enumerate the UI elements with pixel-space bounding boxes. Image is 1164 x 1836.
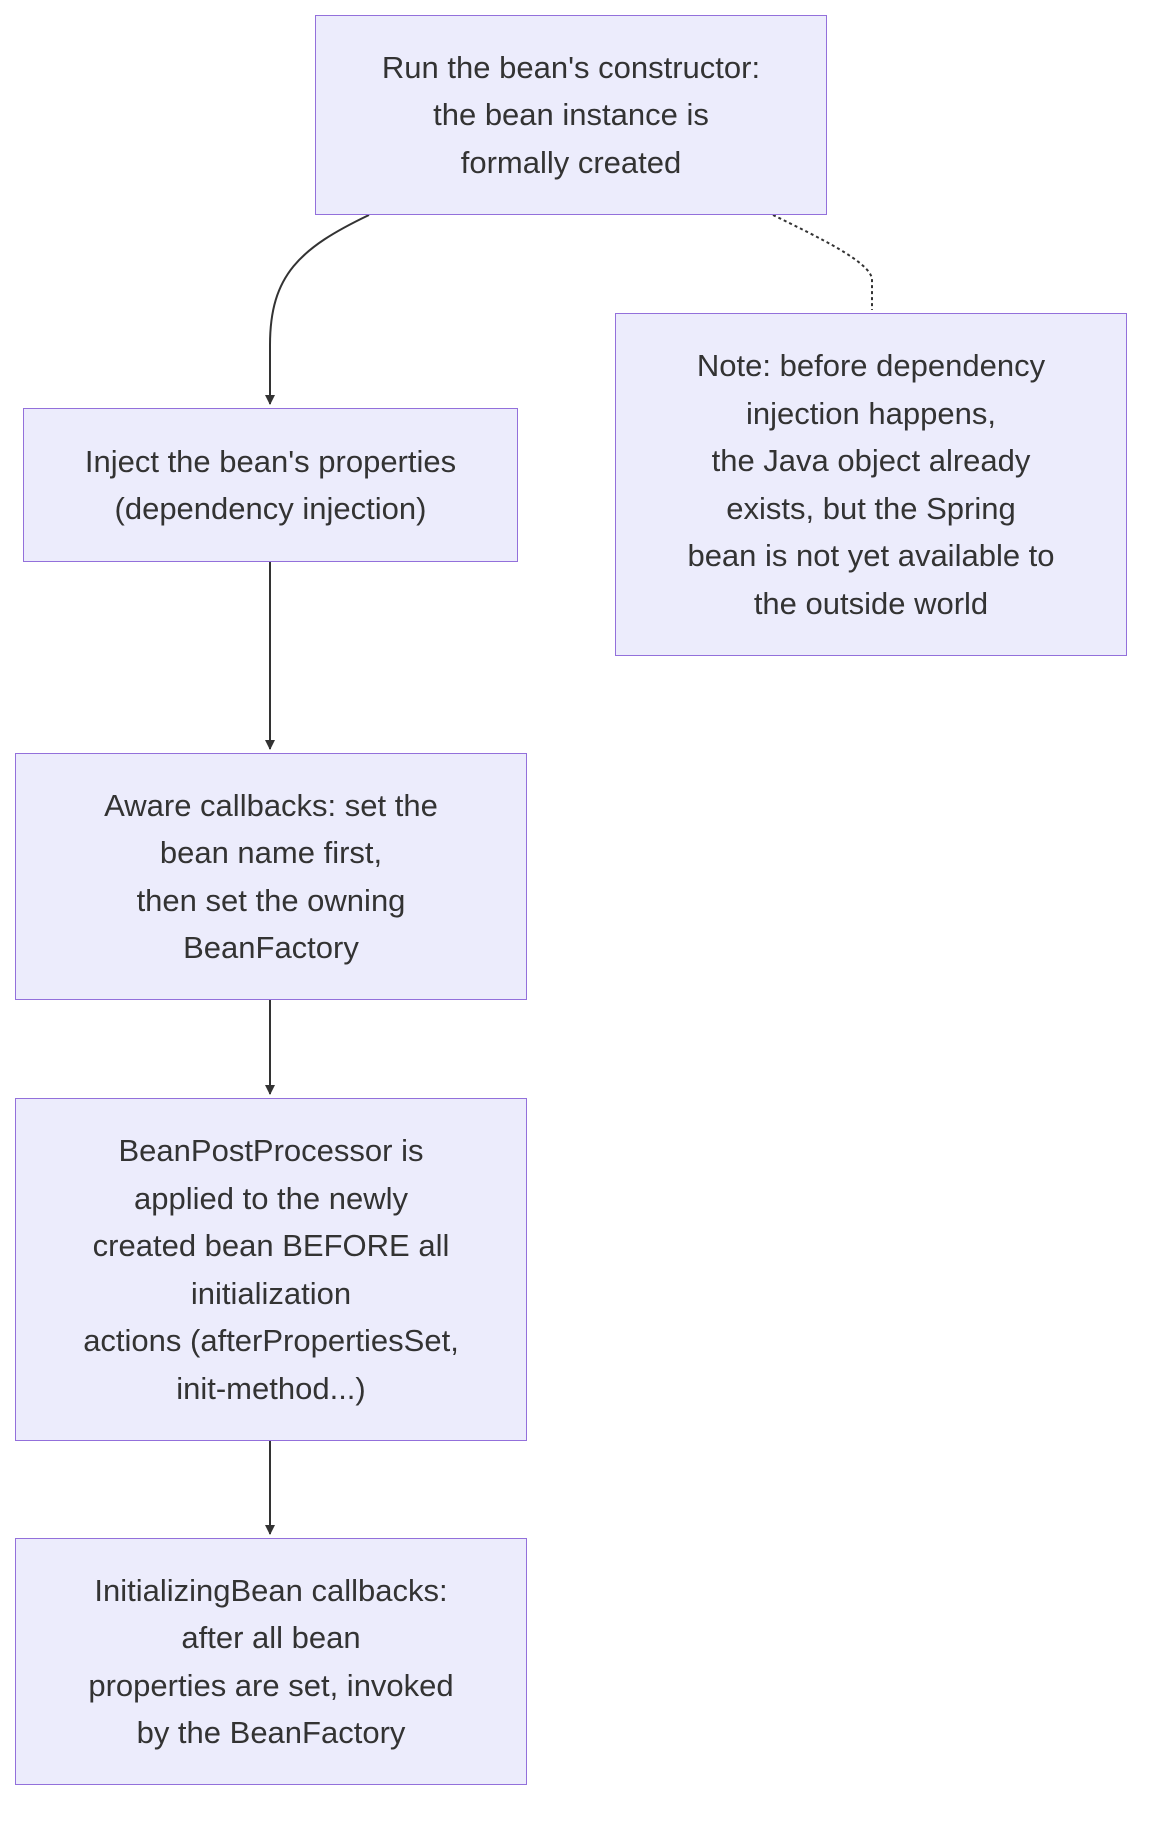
node-inject: Inject the bean's properties (dependency… (23, 408, 518, 562)
node-note-line: Note: before dependency (696, 348, 1046, 383)
node-note-label: Note: before dependency injection happen… (687, 342, 1054, 627)
node-aware-line: then set the owning (136, 882, 406, 918)
node-postprocessor-line: created bean BEFORE all (92, 1228, 450, 1263)
node-note: Note: before dependency injection happen… (615, 313, 1127, 656)
node-initializing-line: InitializingBean callbacks: (94, 1572, 448, 1608)
node-note-line: bean is not yet available to (687, 538, 1055, 573)
node-constructor-line: the bean instance is (433, 97, 709, 133)
node-postprocessor-line: initialization (190, 1275, 352, 1311)
node-note-line: the Java object already (711, 443, 1031, 478)
node-initializing-line: after all bean (181, 1620, 361, 1655)
node-inject-line: (dependency injection) (114, 491, 427, 526)
node-constructor-line: formally created (460, 144, 682, 180)
node-inject-label: Inject the bean's properties (dependency… (85, 438, 456, 533)
node-initializing-line: by the BeanFactory (136, 1715, 406, 1750)
node-postprocessor-line: applied to the newly (133, 1180, 409, 1216)
node-initializing-line: properties are set, invoked (88, 1667, 454, 1703)
node-aware-line: bean name first, (159, 835, 383, 870)
node-aware-line: BeanFactory (183, 930, 359, 965)
node-postprocessor-line: init-method...) (176, 1370, 366, 1406)
node-note-line: injection happens, (746, 395, 996, 431)
node-postprocessor-line: BeanPostProcessor is (118, 1133, 424, 1168)
edge-constructor-to-inject (265, 214, 370, 405)
node-aware-line: Aware callbacks: set the (104, 787, 438, 823)
node-initializing-label: InitializingBean callbacks: after all be… (88, 1567, 453, 1757)
node-aware: Aware callbacks: set the bean name first… (15, 753, 527, 1000)
node-inject-line: Inject the bean's properties (84, 443, 457, 479)
node-aware-label: Aware callbacks: set the bean name first… (104, 782, 438, 972)
node-initializing: InitializingBean callbacks: after all be… (15, 1538, 527, 1785)
node-postprocessor: BeanPostProcessor is applied to the newl… (15, 1098, 527, 1441)
node-note-line: the outside world (753, 585, 989, 621)
node-constructor-label: Run the bean's constructor: the bean ins… (382, 44, 760, 187)
node-note-line: exists, but the Spring (726, 490, 1016, 526)
node-constructor-line: Run the bean's constructor: (381, 49, 761, 85)
edge-constructor-to-note (772, 214, 873, 310)
node-postprocessor-line: actions (afterPropertiesSet, (83, 1323, 459, 1358)
node-constructor: Run the bean's constructor: the bean ins… (315, 15, 827, 215)
node-postprocessor-label: BeanPostProcessor is applied to the newl… (83, 1127, 459, 1412)
